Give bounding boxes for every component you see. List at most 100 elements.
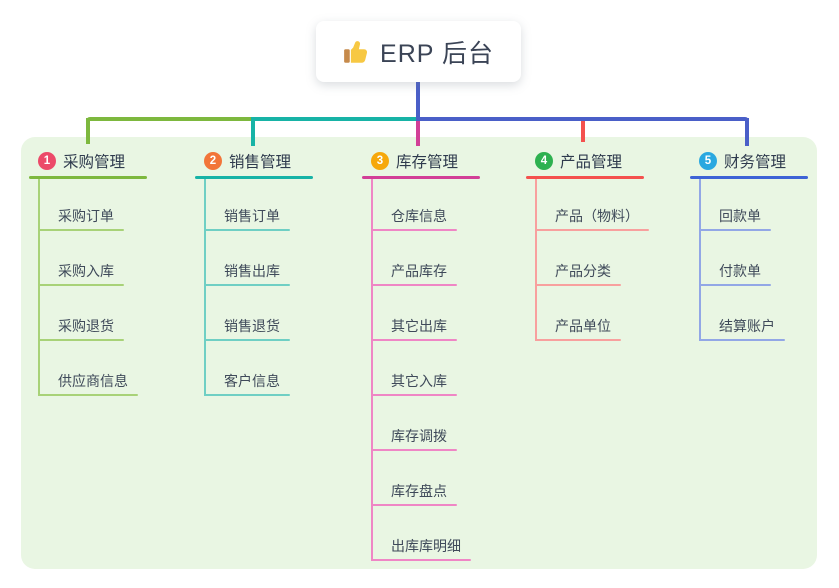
child-connector-line bbox=[699, 339, 785, 341]
child-node-label[interactable]: 销售订单 bbox=[224, 208, 280, 224]
child-connector-line bbox=[204, 339, 290, 341]
child-connector-line bbox=[38, 339, 124, 341]
branch-number-badge: 3 bbox=[371, 152, 389, 170]
child-node-label[interactable]: 回款单 bbox=[719, 208, 761, 224]
branch-4-drop-line bbox=[581, 121, 585, 142]
child-connector-line bbox=[371, 559, 471, 561]
child-connector-line bbox=[699, 284, 771, 286]
child-node-label[interactable]: 其它入库 bbox=[391, 373, 447, 389]
child-connector-line bbox=[38, 229, 124, 231]
child-node: 其它出库 bbox=[371, 286, 512, 341]
child-connector-line bbox=[371, 394, 457, 396]
child-node: 产品库存 bbox=[371, 231, 512, 286]
branch-number-badge: 2 bbox=[204, 152, 222, 170]
child-node: 回款单 bbox=[699, 179, 839, 231]
branch-title[interactable]: 财务管理 bbox=[724, 154, 787, 171]
child-connector-line bbox=[535, 339, 621, 341]
branch-node[interactable]: 2 销售管理 bbox=[195, 152, 345, 171]
child-connector-line bbox=[371, 284, 457, 286]
child-node-label[interactable]: 产品分类 bbox=[555, 263, 611, 279]
child-node: 付款单 bbox=[699, 231, 839, 286]
branch-1-connector-line bbox=[86, 117, 255, 121]
child-connector-line bbox=[371, 504, 457, 506]
root-node-label: ERP 后台 bbox=[380, 39, 494, 68]
child-node-label[interactable]: 库存盘点 bbox=[391, 483, 447, 499]
child-node: 出库库明细 bbox=[371, 506, 512, 561]
child-connector-line bbox=[204, 394, 290, 396]
child-node-label[interactable]: 产品单位 bbox=[555, 318, 611, 334]
child-node-label[interactable]: 仓库信息 bbox=[391, 208, 447, 224]
child-node-label[interactable]: 出库库明细 bbox=[391, 538, 461, 554]
child-node: 采购退货 bbox=[38, 286, 179, 341]
branch-column-采购管理: 1 采购管理 采购订单采购入库采购退货供应商信息 bbox=[29, 152, 179, 396]
child-node: 仓库信息 bbox=[371, 179, 512, 231]
root-node[interactable]: ERP 后台 bbox=[316, 21, 521, 82]
child-node-label[interactable]: 客户信息 bbox=[224, 373, 280, 389]
child-connector-line bbox=[371, 229, 457, 231]
branch-node[interactable]: 1 采购管理 bbox=[29, 152, 179, 171]
branch-column-财务管理: 5 财务管理 回款单付款单结算账户 bbox=[690, 152, 839, 341]
branch-number-badge: 1 bbox=[38, 152, 56, 170]
thumbs-up-icon bbox=[344, 41, 368, 63]
child-connector-line bbox=[38, 284, 124, 286]
child-connector-line bbox=[38, 394, 138, 396]
child-connector-line bbox=[535, 229, 649, 231]
child-node: 客户信息 bbox=[204, 341, 345, 396]
branch-title[interactable]: 库存管理 bbox=[396, 154, 459, 171]
branch-3-drop-line bbox=[416, 121, 420, 146]
child-node-label[interactable]: 销售出库 bbox=[224, 263, 280, 279]
branch-column-产品管理: 4 产品管理 产品（物料） 产品分类产品单位 bbox=[526, 152, 676, 341]
child-node-label[interactable]: 供应商信息 bbox=[58, 373, 128, 389]
branch-column-库存管理: 3 库存管理 仓库信息产品库存其它出库其它入库库存调拨库存盘点出库库明细 bbox=[362, 152, 512, 561]
branch-5-drop-line bbox=[745, 118, 749, 146]
child-node: 销售出库 bbox=[204, 231, 345, 286]
branch-title[interactable]: 销售管理 bbox=[229, 154, 292, 171]
child-node: 销售订单 bbox=[204, 179, 345, 231]
child-node: 产品分类 bbox=[535, 231, 676, 286]
branch-title[interactable]: 采购管理 bbox=[63, 154, 126, 171]
child-node: 其它入库 bbox=[371, 341, 512, 396]
child-node-label[interactable]: 付款单 bbox=[719, 263, 761, 279]
child-node: 采购订单 bbox=[38, 179, 179, 231]
branch-1-drop-line bbox=[86, 118, 90, 144]
branch-5-connector-line bbox=[416, 117, 749, 121]
branch-2-drop-line bbox=[251, 118, 255, 146]
branch-children-spine: 产品（物料） 产品分类产品单位 bbox=[535, 179, 676, 341]
child-node-label[interactable]: 库存调拨 bbox=[391, 428, 447, 444]
child-connector-line bbox=[204, 229, 290, 231]
child-connector-line bbox=[371, 449, 457, 451]
branch-node[interactable]: 4 产品管理 bbox=[526, 152, 676, 171]
child-node: 结算账户 bbox=[699, 286, 839, 341]
child-node: 供应商信息 bbox=[38, 341, 179, 396]
child-node-label[interactable]: 采购订单 bbox=[58, 208, 114, 224]
root-connector-line bbox=[416, 82, 420, 121]
child-node: 产品（物料） bbox=[535, 179, 676, 231]
branch-2-connector-line bbox=[251, 117, 418, 121]
child-connector-line bbox=[699, 229, 771, 231]
branch-node[interactable]: 5 财务管理 bbox=[690, 152, 839, 171]
child-node-label[interactable]: 结算账户 bbox=[719, 318, 775, 334]
branch-title-underline bbox=[690, 176, 808, 179]
child-connector-line bbox=[535, 284, 621, 286]
child-node-label[interactable]: 产品（物料） bbox=[555, 208, 639, 224]
child-node-label[interactable]: 产品库存 bbox=[391, 263, 447, 279]
child-node: 库存盘点 bbox=[371, 451, 512, 506]
branch-children-spine: 仓库信息产品库存其它出库其它入库库存调拨库存盘点出库库明细 bbox=[371, 179, 512, 561]
branch-title-underline bbox=[362, 176, 480, 179]
child-node: 销售退货 bbox=[204, 286, 345, 341]
child-connector-line bbox=[371, 339, 457, 341]
branch-children-spine: 采购订单采购入库采购退货供应商信息 bbox=[38, 179, 179, 396]
child-node: 产品单位 bbox=[535, 286, 676, 341]
child-node-label[interactable]: 销售退货 bbox=[224, 318, 280, 334]
child-node: 采购入库 bbox=[38, 231, 179, 286]
branch-node[interactable]: 3 库存管理 bbox=[362, 152, 512, 171]
branch-title-underline bbox=[195, 176, 313, 179]
child-node: 库存调拨 bbox=[371, 396, 512, 451]
child-node-label[interactable]: 采购入库 bbox=[58, 263, 114, 279]
branch-title[interactable]: 产品管理 bbox=[560, 154, 623, 171]
mindmap-panel bbox=[21, 137, 817, 569]
child-connector-line bbox=[204, 284, 290, 286]
child-node-label[interactable]: 采购退货 bbox=[58, 318, 114, 334]
child-node-label[interactable]: 其它出库 bbox=[391, 318, 447, 334]
branch-children-spine: 销售订单销售出库销售退货客户信息 bbox=[204, 179, 345, 396]
